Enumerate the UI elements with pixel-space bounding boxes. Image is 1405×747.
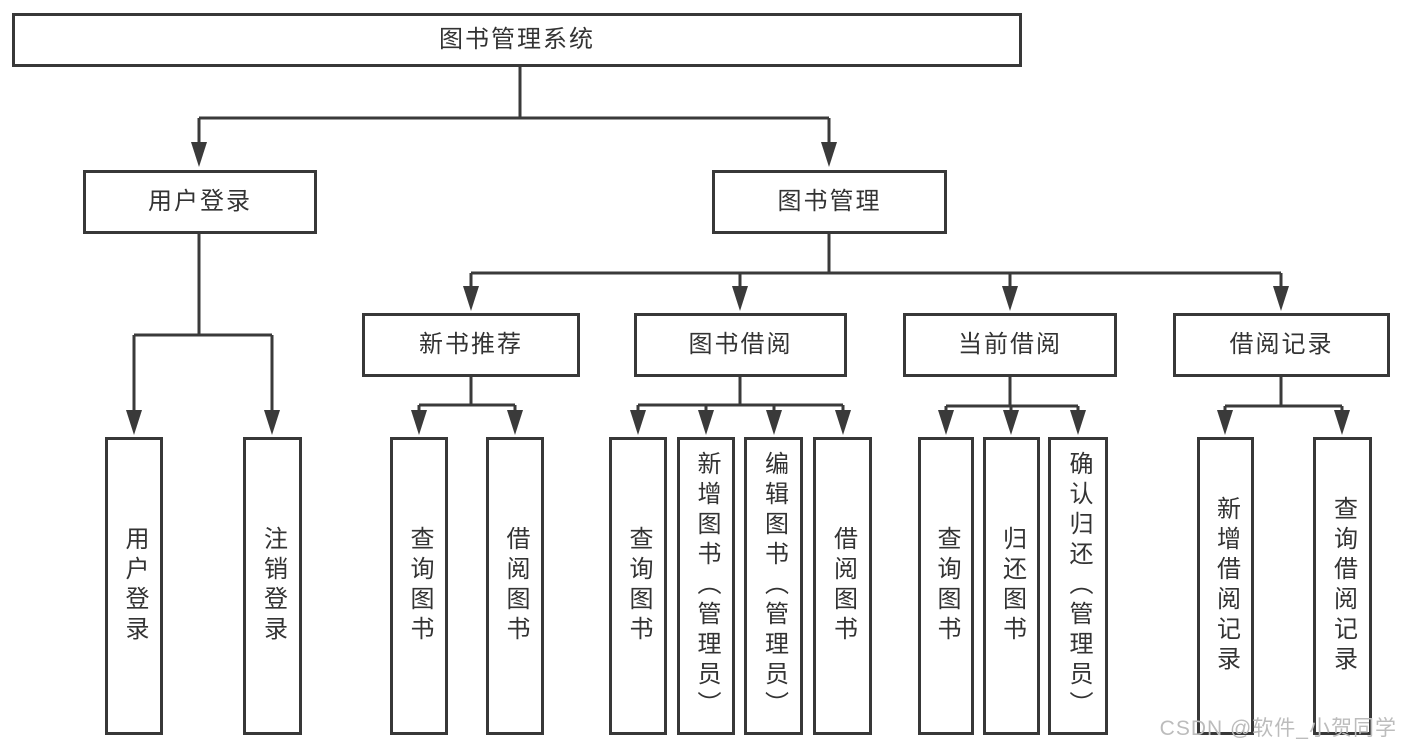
leaf-query-borrow-record: 查询借阅记录 bbox=[1313, 437, 1372, 735]
leaf-add-borrow-record: 新增借阅记录 bbox=[1197, 437, 1254, 735]
leaf-label: 借阅图书 bbox=[829, 526, 857, 646]
connector-book-borrow bbox=[636, 377, 845, 418]
arrow-down-icon bbox=[264, 410, 280, 435]
leaf-label: 查询图书 bbox=[933, 526, 960, 646]
arrow-down-icon bbox=[766, 410, 782, 435]
leaf-query-books-recommend: 查询图书 bbox=[390, 437, 448, 735]
node-label: 用户登录 bbox=[148, 188, 252, 215]
leaf-label: 确认归还（管理员） bbox=[1065, 451, 1092, 721]
arrow-down-icon bbox=[1003, 410, 1019, 435]
arrow-down-icon bbox=[1070, 410, 1086, 435]
connector-root bbox=[197, 67, 831, 150]
leaf-return-books: 归还图书 bbox=[983, 437, 1040, 735]
node-user-login: 用户登录 bbox=[83, 170, 317, 234]
watermark: CSDN @软件_小贺同学 bbox=[1159, 717, 1397, 740]
arrow-down-icon bbox=[821, 142, 837, 167]
leaf-logout: 注销登录 bbox=[243, 437, 302, 735]
connector-book-management bbox=[469, 234, 1283, 295]
node-borrow-records: 借阅记录 bbox=[1173, 313, 1390, 377]
leaf-label: 查询图书 bbox=[625, 526, 652, 646]
leaf-label: 归还图书 bbox=[998, 526, 1026, 646]
arrowheads bbox=[126, 142, 1350, 435]
node-label: 当前借阅 bbox=[958, 331, 1062, 358]
arrow-down-icon bbox=[698, 410, 714, 435]
arrow-down-icon bbox=[507, 410, 523, 435]
leaf-confirm-return-admin: 确认归还（管理员） bbox=[1048, 437, 1108, 735]
leaf-label: 新增借阅记录 bbox=[1212, 496, 1240, 676]
leaf-add-books-admin: 新增图书（管理员） bbox=[677, 437, 735, 735]
leaf-label: 用户登录 bbox=[121, 526, 148, 646]
node-label: 图书管理 bbox=[777, 188, 882, 215]
arrow-down-icon bbox=[463, 286, 479, 311]
node-label: 新书推荐 bbox=[419, 331, 523, 358]
leaf-borrow-books: 借阅图书 bbox=[813, 437, 872, 735]
node-label: 借阅记录 bbox=[1229, 331, 1334, 358]
arrow-down-icon bbox=[1002, 286, 1018, 311]
arrow-down-icon bbox=[411, 410, 427, 435]
connector-new-book-recommend bbox=[417, 377, 517, 418]
node-library-management-system: 图书管理系统 bbox=[12, 13, 1022, 67]
leaf-borrow-books-recommend: 借阅图书 bbox=[486, 437, 544, 735]
connector-borrow-records bbox=[1223, 377, 1344, 418]
arrow-down-icon bbox=[938, 410, 954, 435]
leaf-label: 借阅图书 bbox=[502, 526, 529, 646]
arrow-down-icon bbox=[630, 410, 646, 435]
leaf-label: 查询借阅记录 bbox=[1329, 496, 1357, 676]
arrow-down-icon bbox=[191, 142, 207, 167]
leaf-label: 新增图书（管理员） bbox=[693, 451, 720, 721]
leaf-label: 查询图书 bbox=[406, 526, 433, 646]
arrow-down-icon bbox=[126, 410, 142, 435]
leaf-query-books-current: 查询图书 bbox=[918, 437, 974, 735]
arrow-down-icon bbox=[835, 410, 851, 435]
leaf-query-books-borrow: 查询图书 bbox=[609, 437, 667, 735]
arrow-down-icon bbox=[1334, 410, 1350, 435]
leaf-label: 注销登录 bbox=[259, 526, 287, 646]
leaf-user-login: 用户登录 bbox=[105, 437, 163, 735]
node-label: 图书管理系统 bbox=[439, 26, 595, 53]
node-new-book-recommend: 新书推荐 bbox=[362, 313, 580, 377]
node-book-management: 图书管理 bbox=[712, 170, 947, 234]
arrow-down-icon bbox=[732, 286, 748, 311]
leaf-label: 编辑图书（管理员） bbox=[760, 451, 788, 721]
arrow-down-icon bbox=[1217, 410, 1233, 435]
arrow-down-icon bbox=[1273, 286, 1289, 311]
leaf-edit-books-admin: 编辑图书（管理员） bbox=[744, 437, 803, 735]
connector-user-login bbox=[132, 233, 274, 418]
node-current-borrow: 当前借阅 bbox=[903, 313, 1117, 377]
node-label: 图书借阅 bbox=[688, 331, 793, 358]
node-book-borrow: 图书借阅 bbox=[634, 313, 847, 377]
